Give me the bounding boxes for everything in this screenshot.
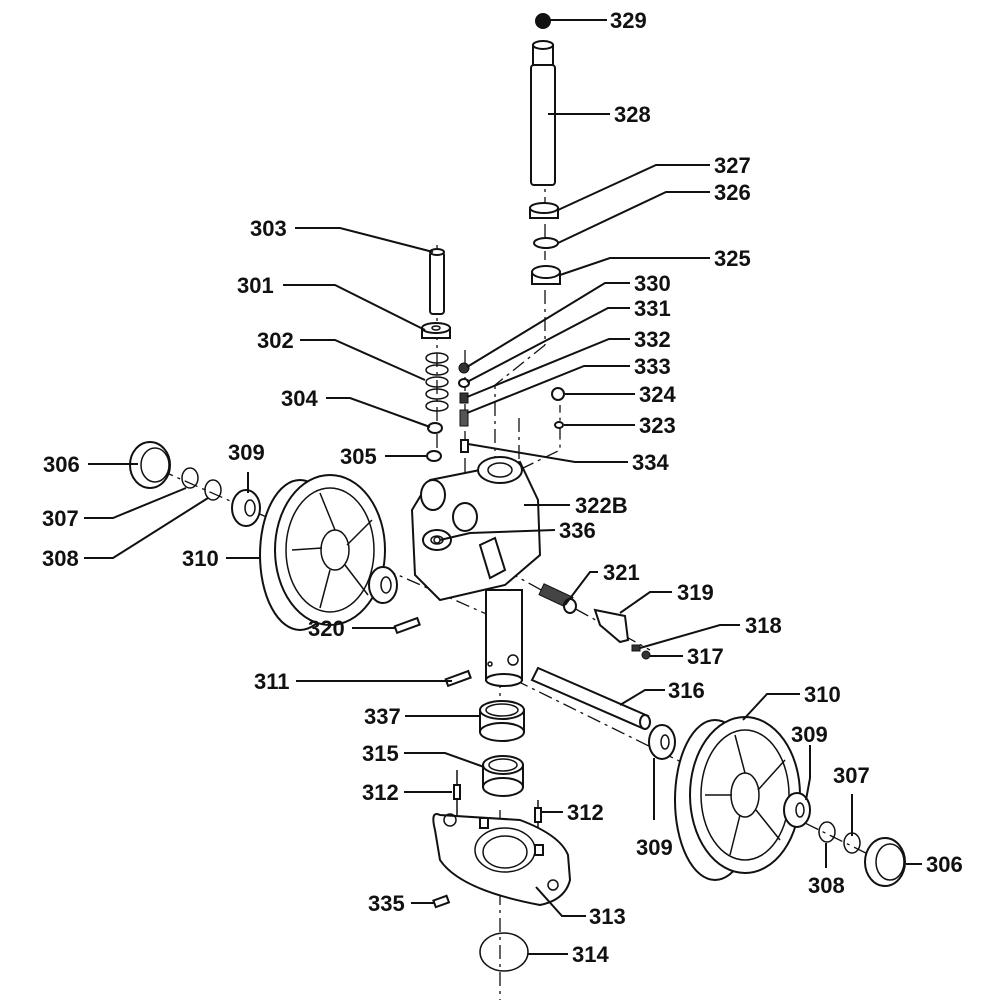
part-334 [460, 439, 469, 453]
label-305: 305 [340, 444, 377, 469]
part-308-washer-left [204, 479, 222, 501]
label-328: 328 [614, 102, 651, 127]
label-308-right: 308 [808, 873, 845, 898]
part-331 [458, 378, 470, 388]
label-302: 302 [257, 328, 294, 353]
label-303: 303 [250, 216, 287, 241]
part-328-piston [530, 40, 556, 186]
label-314: 314 [572, 942, 609, 967]
part-322B-pump-body [410, 456, 542, 602]
part-307-clip-left [181, 467, 199, 489]
part-325-seal [531, 265, 561, 285]
part-326-ring [533, 237, 559, 249]
part-308-washer-right [818, 821, 836, 843]
label-324: 324 [639, 382, 676, 407]
part-318-spring [631, 644, 641, 652]
label-310-right: 310 [804, 682, 841, 707]
label-316: 316 [668, 678, 705, 703]
label-306-left: 306 [43, 452, 80, 477]
part-330 [458, 362, 470, 374]
part-313-base-plate [432, 813, 572, 907]
part-306-cap-left [129, 441, 171, 489]
label-308-left: 308 [42, 546, 79, 571]
label-336: 336 [559, 518, 596, 543]
part-317-nut [641, 650, 651, 660]
label-329: 329 [610, 8, 647, 33]
label-319: 319 [677, 580, 714, 605]
label-323: 323 [639, 413, 676, 438]
part-306-cap-right [864, 837, 906, 887]
part-309-bearing-left [231, 489, 261, 527]
label-312-left: 312 [362, 780, 399, 805]
label-309-left: 309 [228, 440, 265, 465]
label-313: 313 [589, 904, 626, 929]
steering-shaft [485, 589, 523, 687]
part-310-wheel-right [674, 716, 801, 881]
label-307-left: 307 [42, 506, 79, 531]
part-309-bearing-right-inner [648, 724, 676, 760]
part-335-grease-fitting [432, 894, 451, 909]
label-331: 331 [634, 296, 671, 321]
part-323 [554, 421, 564, 429]
leader-lines [84, 19, 922, 955]
part-304-seal [427, 422, 443, 434]
label-317: 317 [687, 644, 724, 669]
part-332 [459, 392, 469, 404]
part-309-bearing-right-outer [783, 792, 811, 828]
label-335: 335 [368, 891, 405, 916]
label-325: 325 [714, 246, 751, 271]
label-334: 334 [632, 450, 669, 475]
label-333: 333 [634, 354, 671, 379]
label-312-right: 312 [567, 800, 604, 825]
part-311-pin [444, 669, 472, 688]
label-307-right: 307 [833, 763, 870, 788]
label-309-right-inner: 309 [636, 835, 673, 860]
label-311: 311 [254, 669, 290, 694]
label-320: 320 [308, 616, 345, 641]
part-302-spring [425, 352, 449, 412]
label-330: 330 [634, 271, 671, 296]
part-316-axle [530, 666, 651, 730]
label-309-right-outer: 309 [791, 722, 828, 747]
part-320-pin [393, 616, 421, 635]
part-333 [459, 409, 469, 427]
label-332: 332 [634, 327, 671, 352]
part-324 [551, 387, 565, 401]
label-327: 327 [714, 153, 751, 178]
label-306-right: 306 [926, 852, 963, 877]
label-337: 337 [364, 704, 401, 729]
label-310-left: 310 [182, 546, 219, 571]
part-labels: 329 328 327 326 325 330 331 332 333 324 … [42, 8, 963, 967]
part-301-washer [421, 322, 451, 339]
label-321: 321 [603, 560, 640, 585]
part-337-race [479, 700, 525, 742]
part-321-valve [538, 583, 577, 614]
label-301: 301 [237, 273, 274, 298]
part-314-snap-ring [479, 932, 529, 972]
label-318: 318 [745, 613, 782, 638]
part-305-seal [426, 450, 442, 462]
part-303-pin [429, 248, 445, 315]
label-304: 304 [281, 386, 318, 411]
part-319-lever [593, 608, 630, 644]
label-315: 315 [362, 741, 399, 766]
part-329-ball [535, 13, 551, 29]
part-315-thrust-bearing [482, 755, 524, 797]
part-327-seal [529, 202, 559, 219]
label-322B: 322B [575, 493, 628, 518]
label-326: 326 [714, 180, 751, 205]
part-309-bearing-mid [368, 566, 398, 604]
part-310-wheel-left [259, 474, 386, 631]
